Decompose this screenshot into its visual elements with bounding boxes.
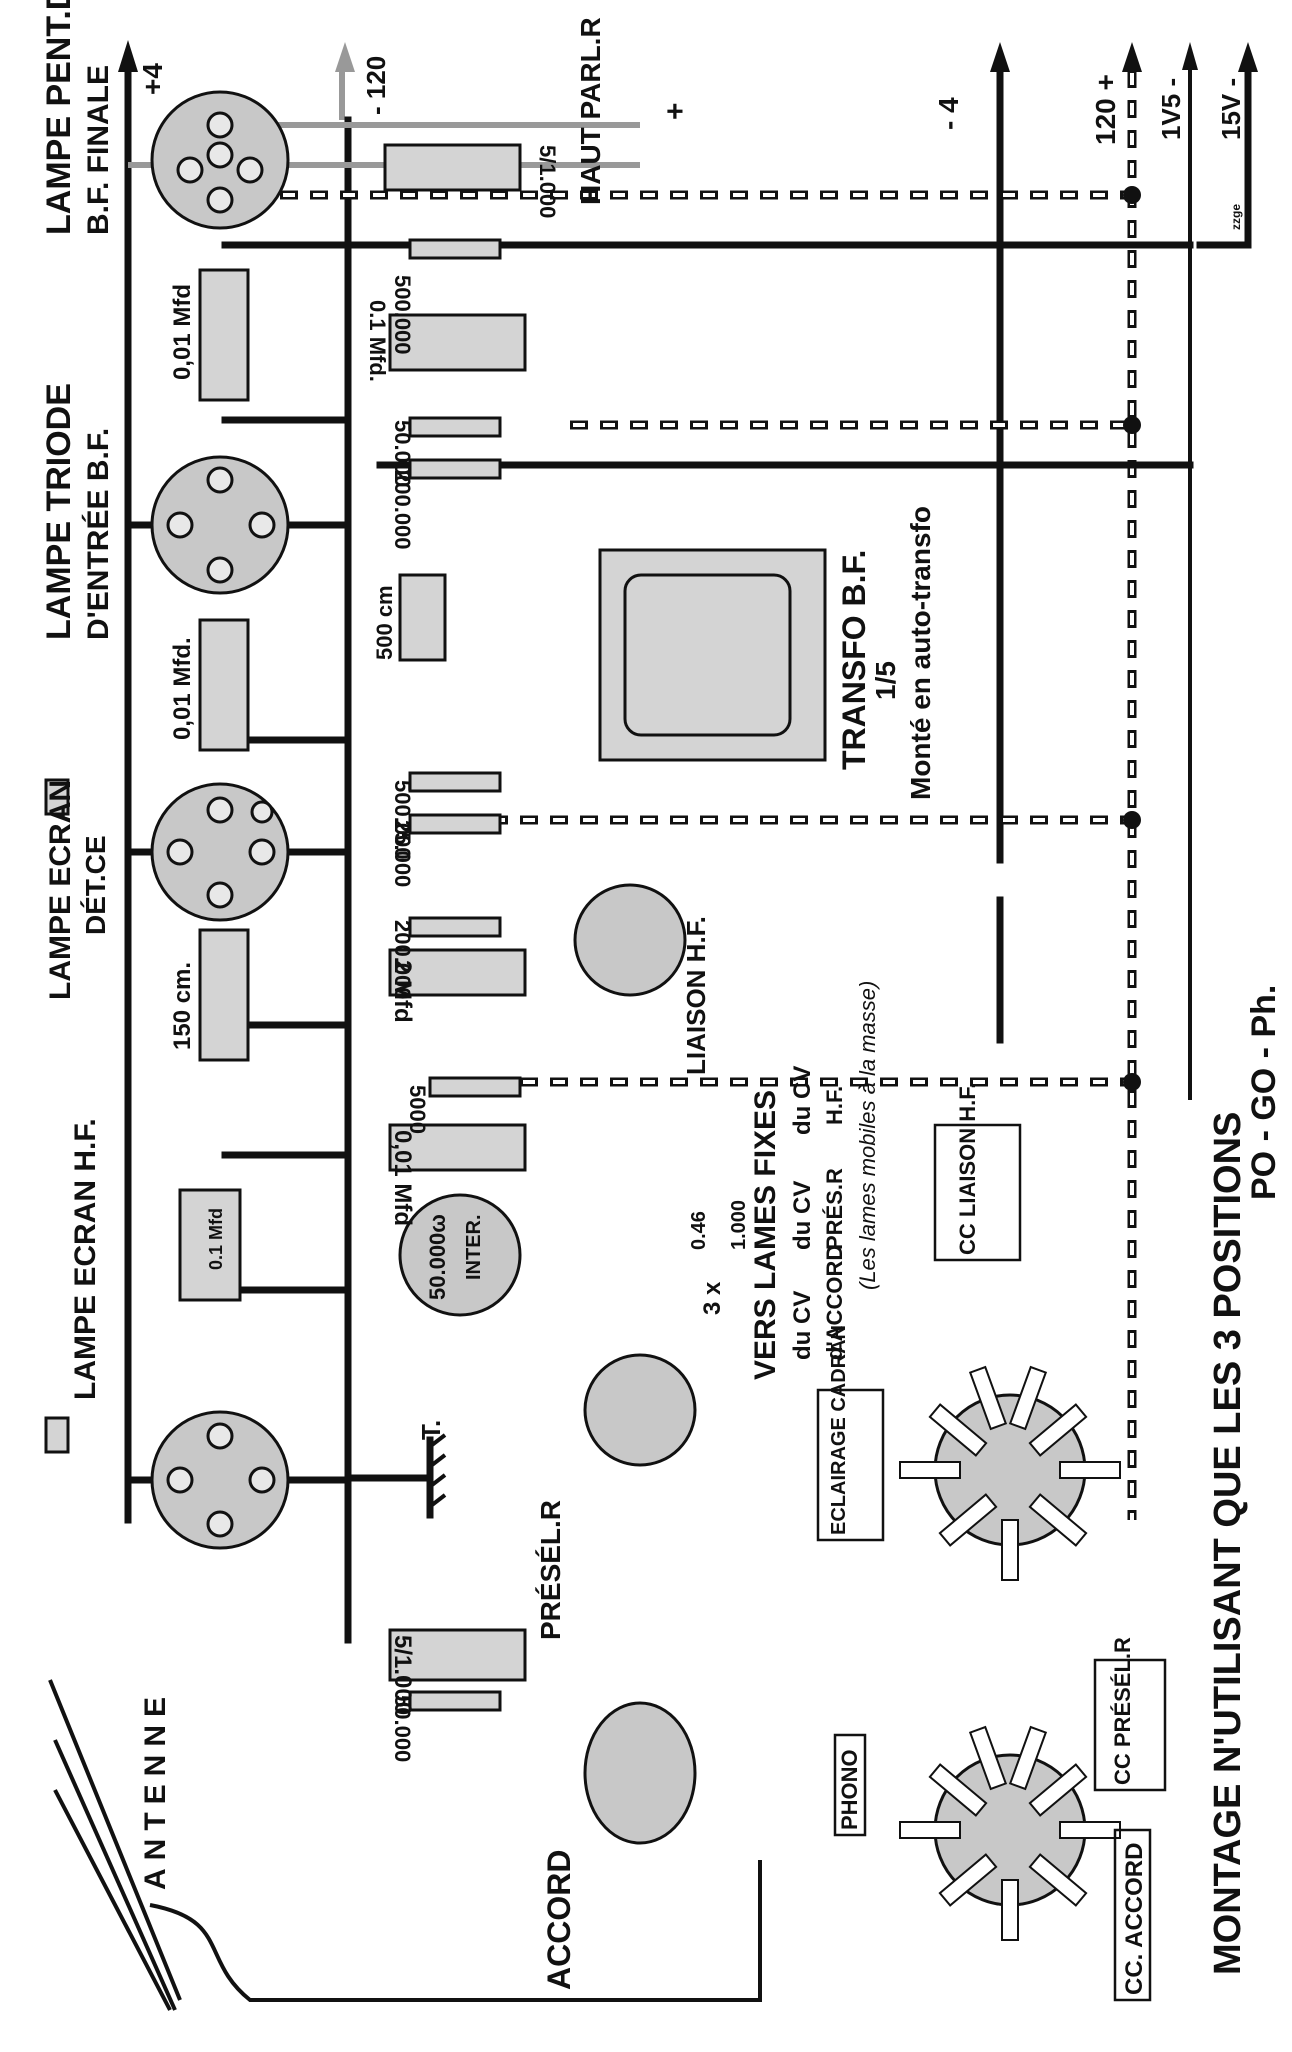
tube-detection-label2: DÉT.CE <box>80 835 111 935</box>
box-cc-liaison: CC LIAISON H.F. <box>933 1083 1022 1262</box>
tube-finale <box>150 90 290 230</box>
tube-hf <box>150 1410 290 1550</box>
arrow-up-icon <box>118 40 138 72</box>
rail-plus4-label: +4 <box>137 63 168 95</box>
transfo-note: Monté en auto-transfo <box>905 506 936 800</box>
volume-potentiometer <box>398 1193 522 1317</box>
wave-switch-upper <box>899 1365 1121 1581</box>
arrow-up-icon <box>1182 42 1198 70</box>
rail-minus120-label: - 120 <box>361 56 391 115</box>
box-phono: PHONO <box>833 1733 867 1837</box>
c001-label: 0,01 Mfd <box>389 1130 416 1226</box>
liaison-label: LIAISON H.F. <box>681 916 711 1075</box>
svg-text:CC PRÉSÉL.R: CC PRÉSÉL.R <box>1110 1637 1135 1785</box>
rail-plus4 <box>118 40 138 1524</box>
cap-hf-label: 0.1 Mfd <box>206 1208 226 1270</box>
tube-hf-label1: LAMPE ECRAN H.F. <box>69 1118 102 1400</box>
transfo-label: TRANSFO B.F. <box>836 550 872 770</box>
wave-switch-lower <box>899 1725 1121 1941</box>
vers-line2c: du CV <box>789 1066 816 1135</box>
cap-triode-label: 0,01 Mfd. <box>169 637 196 740</box>
arrow-up-icon <box>1122 42 1142 72</box>
arrow-up-icon <box>1238 42 1258 72</box>
r-hp-label: 5/1.000 <box>535 145 560 218</box>
preselector-coil <box>583 1353 697 1467</box>
transfo-ratio: 1/5 <box>870 661 901 700</box>
pot-label: 50.000ω <box>425 1214 450 1300</box>
cap-finale-label: 0,01 Mfd <box>169 284 196 380</box>
c01-label: 0.1 Mfd. <box>365 300 390 382</box>
pot-inter-label: INTER. <box>463 1214 485 1280</box>
r9-label: 50.000 <box>390 1695 415 1762</box>
antenna-label: ANTENNE <box>139 1689 172 1890</box>
components <box>178 143 527 1712</box>
r2-label: 50.000 <box>390 420 415 487</box>
small-note: zzge <box>1229 204 1243 230</box>
vers-multiplier: 3 x <box>699 1281 726 1315</box>
vers-fraction-num: 0.46 <box>688 1211 710 1250</box>
box-cc-presel: CC PRÉSÉL.R <box>1093 1637 1167 1792</box>
tube-triode <box>150 455 290 595</box>
signal-wires <box>124 122 1194 1484</box>
vers-line2a: du CV <box>789 1291 816 1360</box>
svg-text:CC. ACCORD: CC. ACCORD <box>1121 1843 1148 1995</box>
r8-label: 5/1.000 <box>389 1635 416 1715</box>
accord-label: ACCORD <box>541 1850 577 1990</box>
c2mfd-label: 2 Mfd <box>389 960 416 1023</box>
accord-coil <box>583 1701 697 1845</box>
vers-line3a: d'ACCORD <box>822 1245 847 1360</box>
box-cc-accord: CC. ACCORD <box>1113 1828 1152 2002</box>
tube-triode-label2: D'ENTRÉE B.F. <box>81 428 115 640</box>
tube-finale-label1: LAMPE PENT.DE <box>40 0 78 235</box>
hp-plus-label: + <box>659 102 692 120</box>
ground-symbol <box>344 1433 447 1519</box>
vers-line1: VERS LAMES FIXES <box>749 1090 782 1380</box>
cap-500cm-label: 500 cm <box>372 585 397 660</box>
tube-detection-label1: LAMPE ECRAN <box>44 780 77 1000</box>
antenna <box>48 1679 762 2011</box>
rail-15v-label: 15V - <box>1216 78 1246 140</box>
r1-label: 500.000 <box>390 275 415 355</box>
page-subtitle: PO - GO - Ph. <box>1245 985 1283 1200</box>
tube-detection <box>150 782 290 922</box>
rail-minus4-label: - 4 <box>933 97 964 130</box>
box-eclairage: ECLAIRAGE CADRAN <box>816 1325 885 1542</box>
ht-lines <box>280 186 1141 1091</box>
r5-label: 25.000 <box>390 820 415 887</box>
haut-parleur-label: HAUT PARL.R <box>575 17 606 205</box>
rail-15v <box>1196 42 1258 249</box>
ground-label: T. <box>416 1420 446 1440</box>
plate-cap-hf <box>44 1416 70 1454</box>
rail-plus120-label: 120 + <box>1090 74 1121 145</box>
vers-fraction-den: 1.000 <box>728 1200 750 1250</box>
rail-plus120 <box>1122 42 1142 1520</box>
transfo-bf <box>598 548 827 762</box>
rail-1v5-label: 1V5 - <box>1156 78 1186 140</box>
rail-minus120 <box>335 42 355 1644</box>
page-title: MONTAGE N'UTILISANT QUE LES 3 POSITIONS <box>1207 1112 1249 1975</box>
cap-150-label: 150 cm. <box>169 962 196 1050</box>
r4-label: 500.000 <box>390 780 415 860</box>
svg-text:PHONO: PHONO <box>837 1749 862 1830</box>
arrow-up-icon <box>335 42 355 72</box>
vers-line3b: PRÉS.R <box>822 1168 847 1250</box>
plate-cap-detection <box>44 778 70 816</box>
tube-triode-label1: LAMPE TRIODE <box>40 383 78 640</box>
svg-text:ECLAIRAGE CADRAN: ECLAIRAGE CADRAN <box>828 1325 850 1535</box>
vers-line3c: H.F. <box>822 1086 847 1125</box>
vers-note: (Les lames mobiles à la masse) <box>855 981 880 1290</box>
r6-label: 200.000 <box>390 920 415 1000</box>
liaison-hf-coil <box>573 883 687 997</box>
svg-text:CC LIAISON H.F.: CC LIAISON H.F. <box>955 1083 980 1255</box>
tube-finale-label2: B.F. FINALE <box>82 65 115 235</box>
r7-label: 5000 <box>405 1085 430 1134</box>
arrow-up-icon <box>990 42 1010 72</box>
rail-1v5 <box>1182 42 1198 1100</box>
vers-line2b: du CV <box>789 1181 816 1250</box>
r3-label: 200.000 <box>390 470 415 550</box>
preselector-label: PRÉSÉL.R <box>535 1500 566 1640</box>
